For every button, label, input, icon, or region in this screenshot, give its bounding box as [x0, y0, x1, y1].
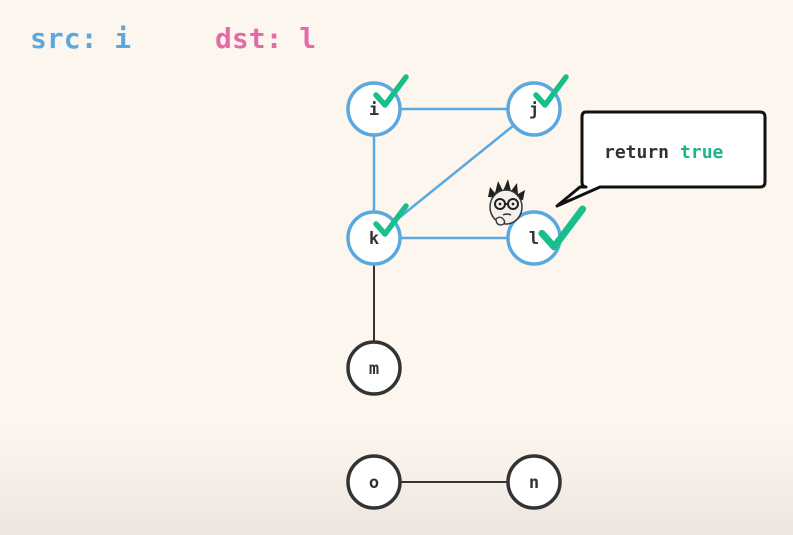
- node-circle: [506, 81, 562, 137]
- node-circle: [346, 81, 402, 137]
- node-circle: [346, 340, 402, 396]
- node-circle: [506, 454, 562, 510]
- dst-value: l: [299, 22, 317, 55]
- node-i: i: [346, 74, 409, 137]
- nodes-layer: i j k l m o n: [346, 74, 586, 510]
- node-k: k: [346, 203, 409, 266]
- src-label: src: i: [30, 22, 131, 55]
- node-label: l: [529, 229, 539, 249]
- node-l: l: [506, 205, 586, 266]
- checkmark-icon: [373, 203, 409, 237]
- return-callout: return true: [555, 110, 767, 208]
- node-o: o: [346, 454, 402, 510]
- node-n: n: [506, 454, 562, 510]
- node-label: k: [369, 229, 379, 249]
- src-key: src:: [30, 22, 98, 55]
- dst-key: dst:: [215, 22, 283, 55]
- src-value: i: [114, 22, 132, 55]
- node-circle: [346, 210, 402, 266]
- dst-label: dst: l: [215, 22, 316, 55]
- node-j: j: [506, 74, 569, 137]
- node-label: i: [369, 100, 379, 120]
- callout-text: return true: [604, 142, 724, 163]
- checkmark-icon: [373, 74, 409, 108]
- node-circle: [346, 454, 402, 510]
- callout-keyword: return: [604, 142, 669, 163]
- thinking-character-icon: [488, 179, 525, 226]
- node-m: m: [346, 340, 402, 396]
- edges-layer: [372, 107, 535, 483]
- node-label: n: [529, 473, 539, 493]
- node-label: j: [529, 100, 539, 120]
- node-label: m: [369, 359, 379, 379]
- checkmark-icon: [533, 74, 569, 108]
- node-label: o: [369, 473, 379, 493]
- checkmark-icon: [538, 205, 586, 251]
- callout-value: true: [680, 142, 724, 163]
